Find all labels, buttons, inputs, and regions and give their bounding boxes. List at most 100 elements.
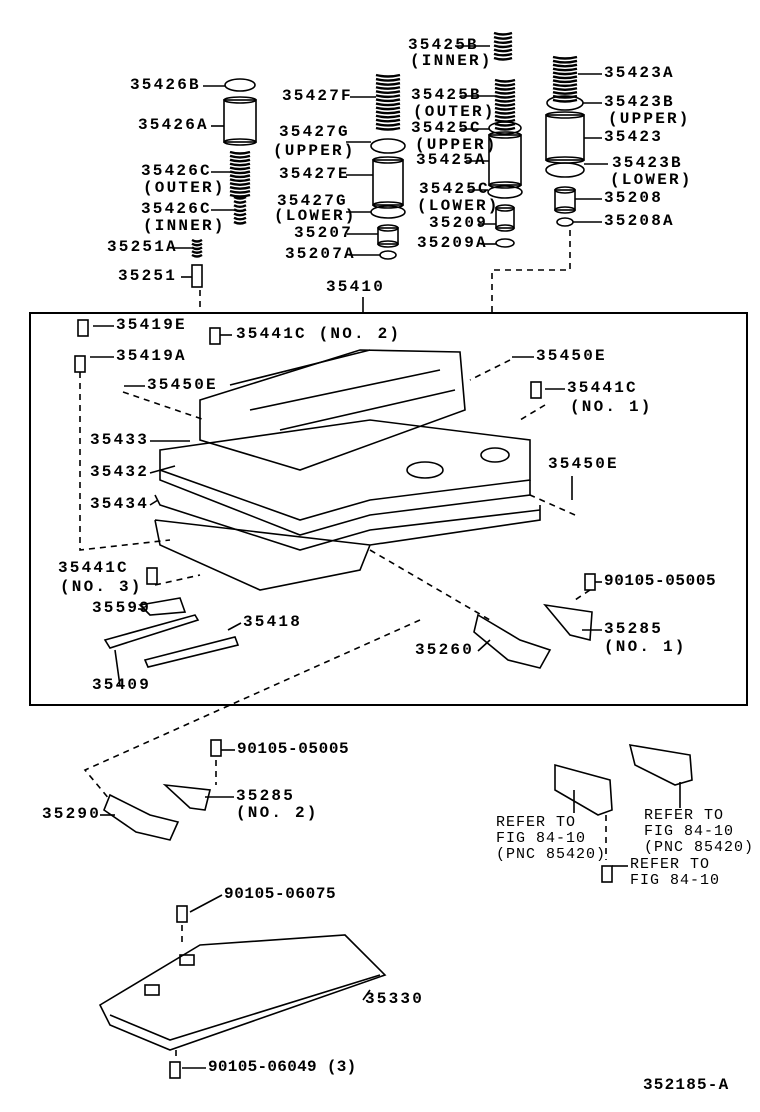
label-35423: 35423 <box>604 128 664 146</box>
label-35427G-upper: 35427G <box>279 123 350 141</box>
leader-49 <box>362 989 371 1001</box>
label-no1: (NO. 1) <box>604 638 687 656</box>
label-upper: (UPPER) <box>608 110 691 128</box>
refer-line: FIG 84-10 <box>644 823 735 840</box>
plug-35427E-bottom <box>372 201 404 209</box>
bolt-8 <box>176 905 188 923</box>
label-35207: 35207 <box>294 224 354 242</box>
label-35426C-outer: 35426C <box>141 162 212 180</box>
label-35419A: 35419A <box>116 347 187 365</box>
label-35423B-upper: 35423B <box>604 93 675 111</box>
label-35423B-lower: 35423B <box>612 154 683 172</box>
label-35208: 35208 <box>604 189 664 207</box>
spring-35423A <box>552 55 578 103</box>
ring-35426B <box>224 78 256 92</box>
ring-35208A <box>556 217 574 227</box>
plug-35425A-top <box>488 131 522 139</box>
label-35251: 35251 <box>118 267 178 285</box>
plug-35207 <box>377 227 399 245</box>
ring-35425C-lower <box>487 185 523 199</box>
plug-35208 <box>554 189 576 211</box>
spring-35251A <box>191 238 203 258</box>
plug-35427E <box>372 159 404 206</box>
plug-35423 <box>545 114 585 161</box>
label-35441C-no2: 35441C (NO. 2) <box>236 325 402 343</box>
label-35208A: 35208A <box>604 212 675 230</box>
label-35425B-inner: 35425B <box>408 36 479 54</box>
label-35251A: 35251A <box>107 238 178 256</box>
label-inner: (INNER) <box>143 217 226 235</box>
leader-40 <box>477 639 491 652</box>
diagram-number: 352185-A <box>643 1076 730 1094</box>
plate-hole <box>406 461 444 479</box>
label-35434: 35434 <box>90 495 150 513</box>
gasket-35434 <box>154 494 541 551</box>
label-inner: (INNER) <box>410 52 493 70</box>
bracket-35285-no2 <box>162 783 211 811</box>
dashed-line-5 <box>519 404 546 421</box>
refer-line: REFER TO <box>644 807 725 824</box>
plate-35433 <box>159 419 531 521</box>
solenoid-35260 <box>473 613 552 669</box>
plug-35208-bottom <box>554 206 576 214</box>
plug-35426A-bottom <box>223 138 257 146</box>
label-35285-no1: 35285 <box>604 620 664 638</box>
solenoid-35290 <box>103 793 180 841</box>
leader-34 <box>149 465 176 474</box>
label-lower: (LOWER) <box>274 207 357 225</box>
label-35599: 35599 <box>92 599 152 617</box>
bracket-35285-no1 <box>543 603 593 642</box>
solenoid-refer-1 <box>554 763 613 816</box>
dashed-line-14 <box>574 589 591 601</box>
label-35441C-no1: 35441C <box>567 379 638 397</box>
plug-35423-top <box>545 111 585 119</box>
ring-35209A <box>495 238 515 248</box>
bolt-6 <box>210 739 222 757</box>
label-35209: 35209 <box>429 214 489 232</box>
plug-35207-top <box>377 224 399 232</box>
plug-35209-bottom <box>495 224 515 232</box>
spring-35426C-inner <box>233 195 247 225</box>
plug-35427E-top <box>372 156 404 164</box>
label-upper: (UPPER) <box>415 136 498 154</box>
bolt-1 <box>74 355 86 373</box>
oil-pan-35330 <box>98 934 387 1051</box>
valve-body-detail <box>229 349 456 431</box>
refer-note-2: REFER TO FIG 84-10 (PNC 85420) <box>644 808 754 856</box>
label-35423A: 35423A <box>604 64 675 82</box>
label-35426C-inner: 35426C <box>141 200 212 218</box>
label-35432: 35432 <box>90 463 150 481</box>
spring-35427F <box>375 73 401 131</box>
bolt-7 <box>601 865 613 883</box>
label-upper: (UPPER) <box>273 142 356 160</box>
valve-body-35410 <box>199 349 466 471</box>
plate-hole <box>480 447 510 463</box>
refer-note-1: REFER TO FIG 84-10 (PNC 85420) <box>496 815 606 863</box>
refer-line: REFER TO <box>496 814 577 831</box>
plate-35599 <box>138 597 187 616</box>
label-35450E: 35450E <box>548 455 619 473</box>
gasket-35432 <box>159 470 531 536</box>
leader-38 <box>227 622 242 631</box>
label-lower: (LOWER) <box>417 197 500 215</box>
label-35427F: 35427F <box>282 87 353 105</box>
label-35450E: 35450E <box>147 376 218 394</box>
label-35425C-upper: 35425C <box>411 119 482 137</box>
pan-magnet <box>144 984 160 996</box>
label-35426B: 35426B <box>130 76 201 94</box>
bolt-5 <box>584 573 596 591</box>
label-35425A: 35425A <box>416 151 487 169</box>
pin-35251 <box>191 264 203 288</box>
refer-line: FIG 84-10 <box>496 830 587 847</box>
ring-35207A <box>379 250 397 260</box>
plug-35209 <box>495 207 515 229</box>
label-90105-06075: 90105-06075 <box>224 885 337 903</box>
label-90105-05005: 90105-05005 <box>604 572 717 590</box>
label-35427G-lower: 35427G <box>277 192 348 210</box>
dashed-line-8 <box>369 549 491 621</box>
plug-35426A <box>223 99 257 143</box>
label-35409: 35409 <box>92 676 152 694</box>
refer-line: REFER TO <box>630 856 711 873</box>
plug-35208-top <box>554 186 576 194</box>
